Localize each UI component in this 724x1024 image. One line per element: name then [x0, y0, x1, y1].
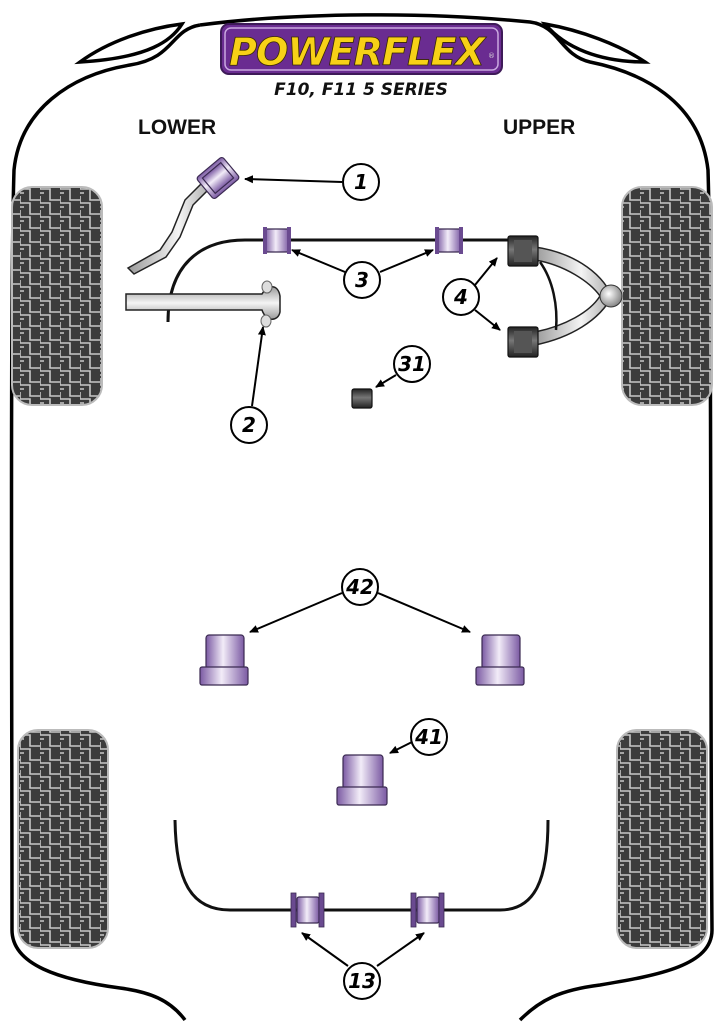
callout-31-label: 31 [398, 352, 426, 376]
left-mirror [74, 21, 186, 65]
upper-label: UPPER [503, 116, 575, 139]
callout-1: 1 [342, 163, 380, 201]
brand-name: POWERFLEX [229, 30, 487, 74]
tyre-front-left [11, 186, 103, 406]
upper-wishbone [534, 246, 623, 346]
callout-13: 13 [343, 962, 381, 1000]
bushing-41 [336, 754, 388, 806]
powerflex-logo: POWERFLEX ® [220, 23, 503, 75]
model-subtitle: F10, F11 5 SERIES [274, 80, 448, 100]
right-mirror [540, 21, 651, 64]
tyre-rear-right [616, 729, 708, 949]
tyre-rear-left [17, 729, 109, 949]
callout-42: 42 [341, 568, 379, 606]
callout-3-label: 3 [355, 268, 369, 292]
callout-41: 41 [410, 718, 448, 756]
lower-rear-link [126, 178, 214, 275]
registered-mark: ® [488, 52, 495, 60]
callout-41-label: 41 [414, 725, 443, 749]
lower-label: LOWER [138, 116, 216, 139]
callout-31: 31 [393, 345, 431, 383]
bushing-42-right [475, 634, 525, 686]
rear-anti-roll-bar [173, 819, 550, 912]
bushing-4-lower [507, 326, 539, 358]
tyre-front-right [621, 186, 713, 406]
callout-arrows [244, 175, 501, 967]
callout-4: 4 [442, 278, 480, 316]
callout-13-label: 13 [348, 969, 376, 993]
bushing-31 [351, 388, 373, 409]
bushing-3-left [263, 227, 291, 254]
callout-2: 2 [230, 406, 268, 444]
bushing-4-upper [507, 235, 539, 267]
callout-1-label: 1 [354, 170, 368, 194]
callout-3: 3 [343, 261, 381, 299]
bushing-1 [196, 156, 240, 200]
bushing-3-right [435, 227, 463, 254]
callout-4-label: 4 [453, 285, 468, 309]
callout-42-label: 42 [345, 575, 374, 599]
bushing-42-left [199, 634, 249, 686]
callout-2-label: 2 [242, 413, 256, 437]
lower-control-arm [125, 280, 281, 328]
bushing-13-left [290, 892, 325, 928]
bushing-13-right [410, 892, 445, 928]
